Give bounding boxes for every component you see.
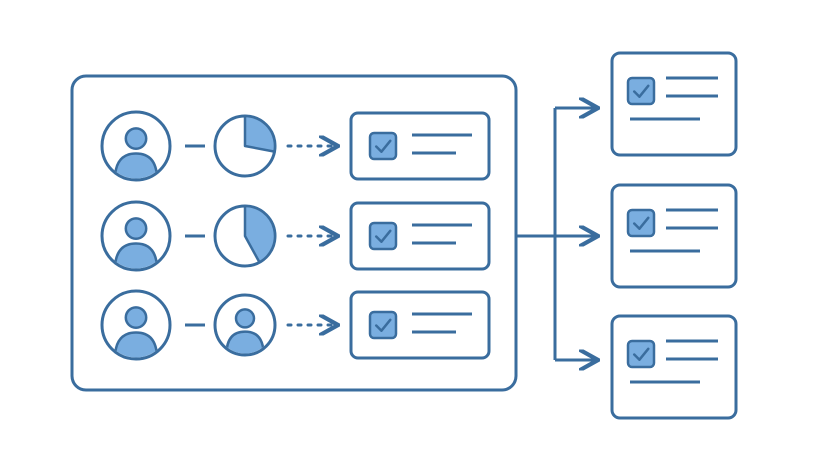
person-icon (100, 110, 172, 182)
person-head (124, 217, 148, 240)
task-card-frame (349, 201, 491, 271)
checkmark (374, 139, 392, 153)
checkmark (374, 318, 392, 332)
checkmark (374, 229, 392, 243)
checkbox-icon (368, 221, 398, 251)
checkbox-box (368, 310, 398, 340)
person-head (124, 306, 148, 329)
process-panel (70, 74, 518, 392)
person-icon (100, 200, 172, 272)
checkmark (632, 84, 650, 98)
checkbox-box (626, 339, 656, 369)
checkmark (632, 216, 650, 230)
checkbox-icon (626, 339, 656, 369)
checkbox-box (368, 221, 398, 251)
output-cards (610, 51, 738, 420)
person-head (234, 308, 256, 329)
process-row (100, 289, 491, 361)
person-body (113, 331, 159, 358)
checkbox-box (626, 76, 656, 106)
task-card (349, 201, 491, 271)
person-body (113, 242, 159, 269)
pie-slice (243, 114, 277, 153)
task-card (349, 111, 491, 181)
checkbox-icon (626, 76, 656, 106)
output-card (610, 314, 738, 420)
output-card (610, 183, 738, 289)
process-rows (100, 110, 491, 361)
pie-slice (243, 204, 277, 264)
person-body (113, 152, 159, 179)
output-card (610, 51, 738, 157)
distribution-connector (516, 108, 596, 360)
checkbox-box (626, 208, 656, 238)
pie-chart-icon (213, 204, 277, 268)
pie-chart-icon (213, 114, 277, 178)
task-card-frame (349, 111, 491, 181)
person-head (124, 127, 148, 150)
task-card (349, 290, 491, 360)
checkbox-icon (368, 131, 398, 161)
checkbox-icon (368, 310, 398, 340)
process-row (100, 110, 491, 182)
checkmark (632, 347, 650, 361)
person-body (225, 330, 265, 354)
process-row (100, 200, 491, 272)
checkbox-icon (626, 208, 656, 238)
checkbox-box (368, 131, 398, 161)
task-card-frame (349, 290, 491, 360)
person-icon (100, 289, 172, 361)
person-icon (213, 293, 277, 357)
